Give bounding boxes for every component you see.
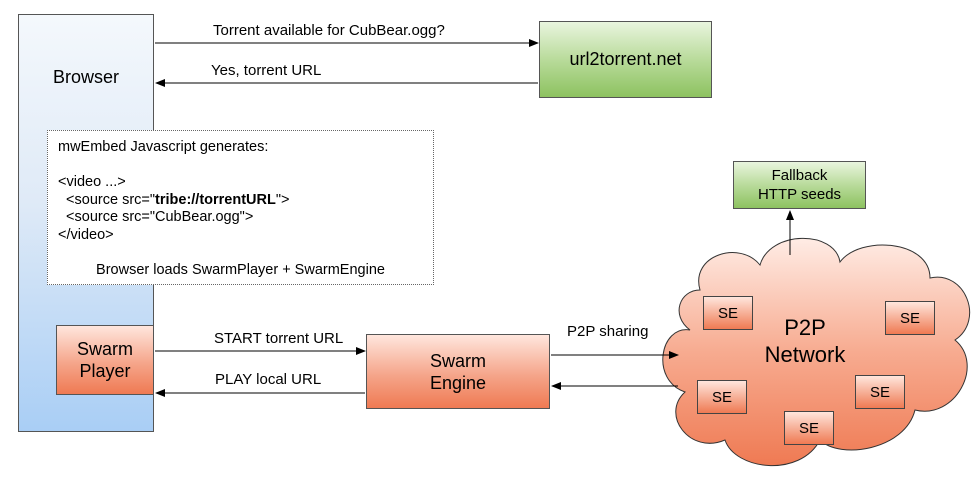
p2p-sharing-label: P2P sharing bbox=[567, 323, 649, 340]
code-line-video-close: </video> bbox=[58, 226, 114, 243]
code-source-suffix: "> bbox=[275, 191, 290, 208]
swarm-player-line2: Player bbox=[79, 361, 131, 381]
p2p-label-line2: Network bbox=[764, 342, 846, 367]
play-label: PLAY local URL bbox=[215, 371, 322, 388]
url2torrent-box: url2torrent.net bbox=[539, 21, 712, 98]
url2torrent-label: url2torrent.net bbox=[569, 49, 682, 69]
p2p-network-label: P2P Network bbox=[740, 314, 870, 368]
se-node: SE bbox=[784, 411, 834, 445]
code-line-video-open: <video ...> bbox=[58, 174, 126, 190]
code-torrent-url: tribe://torrentURL bbox=[155, 191, 276, 208]
se-node: SE bbox=[885, 301, 935, 335]
swarm-engine-line1: Swarm bbox=[429, 350, 486, 371]
fallback-http-seeds-box: Fallback HTTP seeds bbox=[733, 161, 866, 209]
reply-label: Yes, torrent URL bbox=[211, 62, 322, 79]
se-node: SE bbox=[697, 380, 747, 414]
p2p-label-line1: P2P bbox=[784, 315, 826, 340]
query-label: Torrent available for CubBear.ogg? bbox=[213, 22, 445, 39]
swarm-engine-box: Swarm Engine bbox=[366, 334, 550, 409]
se-node: SE bbox=[703, 296, 753, 330]
code-line-intro: mwEmbed Javascript generates: bbox=[58, 139, 269, 155]
swarm-engine-line2: Engine bbox=[429, 372, 487, 393]
code-source-prefix: <source src=" bbox=[58, 191, 156, 208]
browser-label: Browser bbox=[52, 67, 119, 87]
se-node: SE bbox=[855, 375, 905, 409]
code-caption: Browser loads SwarmPlayer + SwarmEngine bbox=[96, 262, 385, 278]
code-line-blank bbox=[58, 157, 423, 175]
fallback-line1: Fallback bbox=[771, 167, 828, 184]
code-box: mwEmbed Javascript generates: <video ...… bbox=[47, 130, 434, 285]
fallback-line2: HTTP seeds bbox=[757, 186, 842, 203]
swarm-player-line1: Swarm bbox=[76, 339, 133, 359]
swarm-player-box: Swarm Player bbox=[56, 325, 154, 395]
code-line-source-torrent: <source src="tribe://torrentURL"> bbox=[58, 192, 423, 210]
code-line-source-ogg: <source src="CubBear.ogg"> bbox=[58, 209, 254, 225]
start-label: START torrent URL bbox=[214, 330, 344, 347]
